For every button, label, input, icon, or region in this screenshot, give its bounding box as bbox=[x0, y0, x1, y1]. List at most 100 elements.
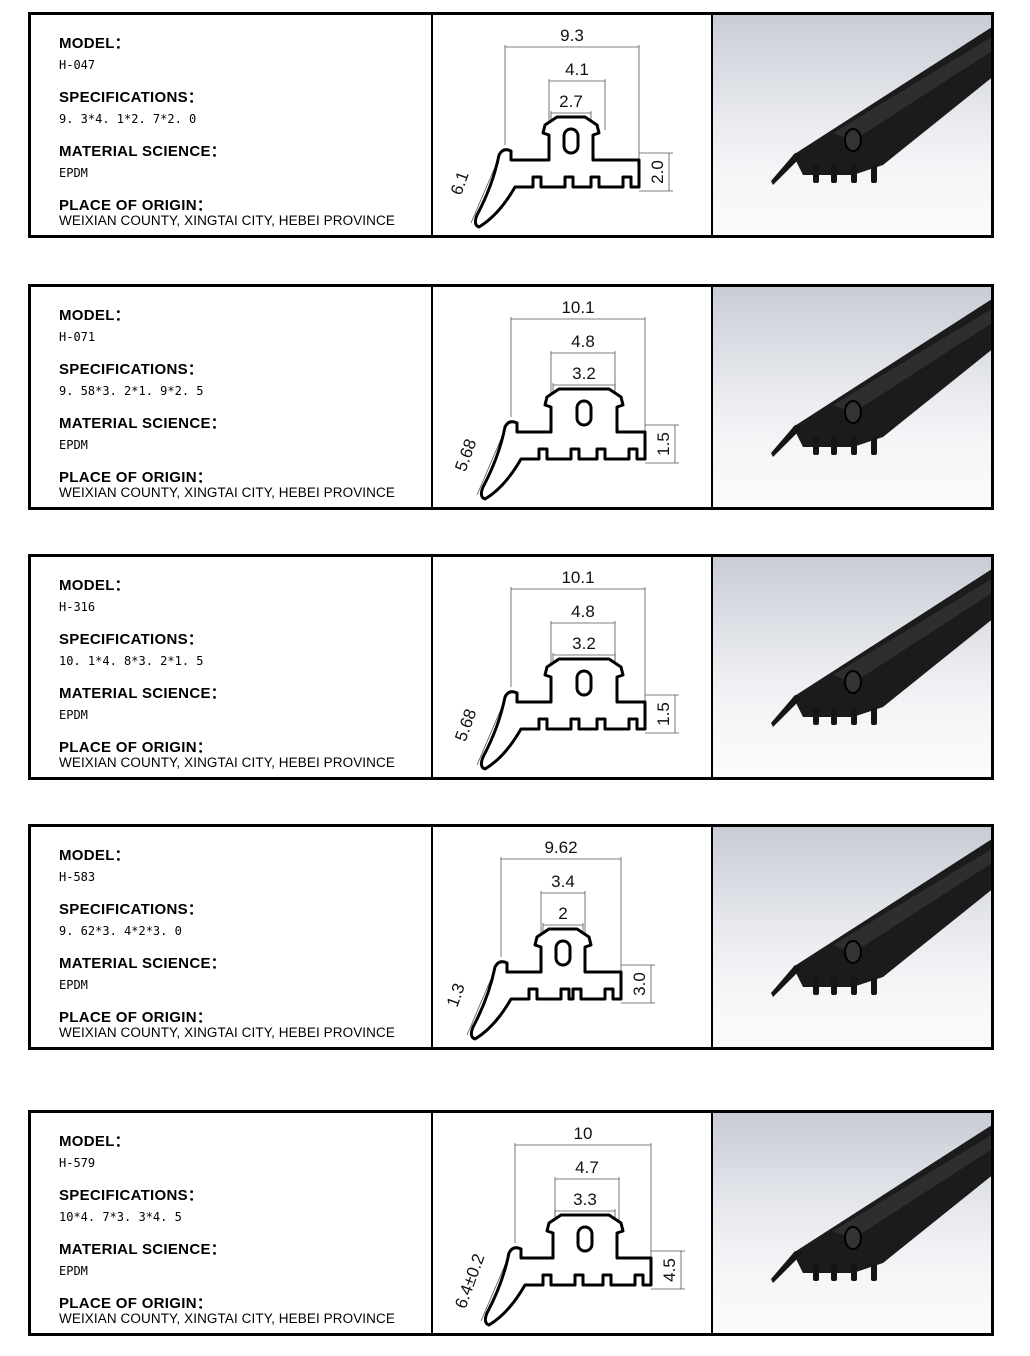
strip-lip bbox=[771, 425, 803, 457]
strip-rib bbox=[871, 707, 877, 725]
dim-lip: 1.3 bbox=[443, 981, 469, 1010]
material-value: EPDM bbox=[59, 166, 88, 180]
specifications-value: 9. 3*4. 1*2. 7*2. 0 bbox=[59, 112, 197, 126]
dim-mid: 4.8 bbox=[571, 332, 595, 351]
profile-outline bbox=[479, 387, 647, 501]
material-value: EPDM bbox=[59, 1264, 88, 1278]
origin-label: PLACE OF ORIGIN： bbox=[59, 469, 213, 486]
profile-hollow bbox=[562, 127, 580, 155]
strip-rib bbox=[831, 707, 837, 725]
product-card: MODEL： H-071 SPECIFICATIONS： 9. 58*3. 2*… bbox=[28, 284, 994, 510]
strip-rib bbox=[813, 1263, 819, 1281]
strip-hollow bbox=[844, 1226, 862, 1250]
product-card: MODEL： H-047 SPECIFICATIONS： 9. 3*4. 1*2… bbox=[28, 12, 994, 238]
material-label: MATERIAL SCIENCE： bbox=[59, 415, 227, 432]
model-label: MODEL： bbox=[59, 35, 130, 52]
strip-rib bbox=[851, 707, 857, 725]
model-value: H-579 bbox=[59, 1156, 96, 1170]
model-label: MODEL： bbox=[59, 577, 130, 594]
strip-rib bbox=[813, 707, 819, 725]
product-info: MODEL： H-071 SPECIFICATIONS： 9. 58*3. 2*… bbox=[31, 287, 433, 507]
strip-rib bbox=[871, 165, 877, 183]
dim-height: 2.0 bbox=[648, 160, 667, 184]
dim-lip: 5.68 bbox=[451, 706, 480, 744]
origin-value: WEIXIAN COUNTY, XINGTAI CITY, HEBEI PROV… bbox=[59, 213, 395, 228]
origin-value: WEIXIAN COUNTY, XINGTAI CITY, HEBEI PROV… bbox=[59, 755, 395, 770]
model-label: MODEL： bbox=[59, 847, 130, 864]
product-info: MODEL： H-316 SPECIFICATIONS： 10. 1*4. 8*… bbox=[31, 557, 433, 777]
strip-rib bbox=[851, 977, 857, 995]
model-value: H-316 bbox=[59, 600, 96, 614]
model-label: MODEL： bbox=[59, 307, 130, 324]
product-info: MODEL： H-583 SPECIFICATIONS： 9. 62*3. 4*… bbox=[31, 827, 433, 1047]
profile-hollow bbox=[575, 399, 593, 427]
profile-outline bbox=[483, 1213, 653, 1327]
specifications-value: 9. 58*3. 2*1. 9*2. 5 bbox=[59, 384, 204, 398]
dim-inner: 2.7 bbox=[559, 92, 583, 111]
specifications-value: 10. 1*4. 8*3. 2*1. 5 bbox=[59, 654, 204, 668]
origin-value: WEIXIAN COUNTY, XINGTAI CITY, HEBEI PROV… bbox=[59, 485, 395, 500]
dim-width: 10.1 bbox=[561, 298, 594, 317]
dim-mid: 4.1 bbox=[565, 60, 589, 79]
dim-inner: 3.2 bbox=[572, 634, 596, 653]
profile-hollow bbox=[575, 669, 593, 697]
strip-hollow bbox=[844, 670, 862, 694]
model-value: H-071 bbox=[59, 330, 96, 344]
strip-rib bbox=[831, 977, 837, 995]
specifications-label: SPECIFICATIONS： bbox=[59, 631, 204, 648]
product-card: MODEL： H-583 SPECIFICATIONS： 9. 62*3. 4*… bbox=[28, 824, 994, 1050]
material-value: EPDM bbox=[59, 708, 88, 722]
product-info: MODEL： H-579 SPECIFICATIONS： 10*4. 7*3. … bbox=[31, 1113, 433, 1333]
origin-label: PLACE OF ORIGIN： bbox=[59, 1009, 213, 1026]
origin-label: PLACE OF ORIGIN： bbox=[59, 739, 213, 756]
strip-rib bbox=[831, 1263, 837, 1281]
strip-ridge bbox=[833, 849, 991, 953]
dim-lip: 5.68 bbox=[451, 436, 480, 474]
specifications-value: 10*4. 7*3. 3*4. 5 bbox=[59, 1210, 182, 1224]
product-render bbox=[713, 557, 991, 777]
origin-value: WEIXIAN COUNTY, XINGTAI CITY, HEBEI PROV… bbox=[59, 1025, 395, 1040]
strip-lip bbox=[771, 153, 803, 185]
product-render bbox=[713, 15, 991, 235]
profile-hollow bbox=[576, 1225, 594, 1253]
origin-value: WEIXIAN COUNTY, XINGTAI CITY, HEBEI PROV… bbox=[59, 1311, 395, 1326]
dim-height: 3.0 bbox=[630, 972, 649, 996]
strip-rib bbox=[813, 165, 819, 183]
specifications-label: SPECIFICATIONS： bbox=[59, 1187, 204, 1204]
dim-lip: 6.1 bbox=[447, 169, 473, 198]
material-value: EPDM bbox=[59, 978, 88, 992]
material-value: EPDM bbox=[59, 438, 88, 452]
strip-rib bbox=[871, 437, 877, 455]
material-label: MATERIAL SCIENCE： bbox=[59, 143, 227, 160]
specifications-value: 9. 62*3. 4*2*3. 0 bbox=[59, 924, 182, 938]
specifications-label: SPECIFICATIONS： bbox=[59, 89, 204, 106]
strip-rib bbox=[813, 437, 819, 455]
strip-ridge bbox=[833, 309, 991, 413]
strip-rib bbox=[831, 165, 837, 183]
model-label: MODEL： bbox=[59, 1133, 130, 1150]
dim-height: 4.5 bbox=[660, 1258, 679, 1282]
strip-hollow bbox=[844, 400, 862, 424]
profile-outline bbox=[479, 657, 647, 771]
product-info: MODEL： H-047 SPECIFICATIONS： 9. 3*4. 1*2… bbox=[31, 15, 433, 235]
material-label: MATERIAL SCIENCE： bbox=[59, 1241, 227, 1258]
dim-width: 10.1 bbox=[561, 568, 594, 587]
strip-rib bbox=[871, 1263, 877, 1281]
dim-lip: 6.4±0.2 bbox=[451, 1251, 488, 1311]
origin-label: PLACE OF ORIGIN： bbox=[59, 197, 213, 214]
strip-rib bbox=[813, 977, 819, 995]
strip-ridge bbox=[833, 579, 991, 683]
product-card: MODEL： H-316 SPECIFICATIONS： 10. 1*4. 8*… bbox=[28, 554, 994, 780]
dim-width: 9.62 bbox=[544, 838, 577, 857]
strip-ridge bbox=[833, 1135, 991, 1239]
strip-hollow bbox=[844, 128, 862, 152]
dim-inner: 2 bbox=[558, 904, 567, 923]
profile-outline bbox=[473, 115, 641, 229]
dim-width: 10 bbox=[574, 1124, 593, 1143]
product-render bbox=[713, 1113, 991, 1333]
strip-rib bbox=[871, 977, 877, 995]
